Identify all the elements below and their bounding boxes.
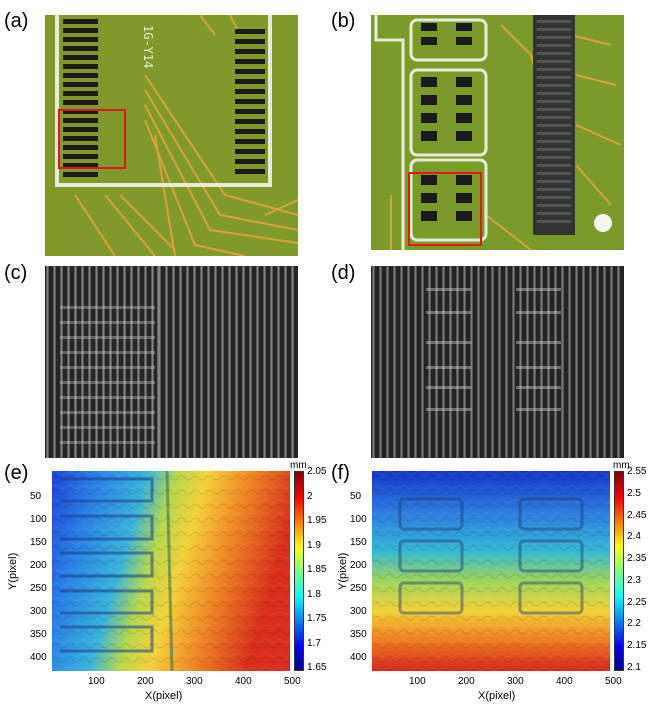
- y-tick-f: 400: [350, 652, 367, 663]
- y-tick-f: 50: [350, 491, 362, 502]
- y-tick-f: 100: [350, 514, 367, 525]
- x-tick-f: 400: [556, 676, 573, 687]
- board-silkscreen-text: 1G-Y14: [141, 25, 155, 69]
- pcb-photo-a: 1G-Y14: [45, 15, 298, 256]
- colorbar-tick-f: 2.3: [627, 574, 641, 586]
- x-tick-f: 100: [409, 676, 426, 687]
- x-tick-f: 200: [458, 676, 475, 687]
- colorbar-tick-f: 2.5: [627, 487, 641, 499]
- y-tick-e: 50: [30, 491, 42, 502]
- y-tick-f: 350: [350, 629, 367, 640]
- highlight-box-a: [58, 109, 126, 169]
- panel-label-e: (e): [4, 462, 29, 484]
- colorbar-tick-e: 1.9: [307, 539, 321, 551]
- y-tick-e: 350: [30, 629, 47, 640]
- colorbar-f: [614, 471, 624, 671]
- colorbar-unit-e: mm: [290, 460, 307, 471]
- panel-label-f: (f): [331, 462, 350, 484]
- y-tick-f: 200: [350, 560, 367, 571]
- y-tick-f: 300: [350, 606, 367, 617]
- highlight-box-b: [408, 172, 482, 246]
- colorbar-tick-f: 2.15: [627, 640, 647, 652]
- y-axis-label-e: Y(pixel): [7, 552, 19, 590]
- colorbar-tick-e: 1.85: [307, 564, 327, 575]
- pad-row-left: [63, 19, 98, 177]
- x-tick-f: 500: [605, 676, 622, 687]
- x-tick-e: 400: [235, 676, 252, 687]
- y-tick-e: 200: [30, 560, 47, 571]
- colorbar-tick-f: 2.4: [627, 531, 641, 543]
- colorbar-tick-e: 1.7: [307, 637, 321, 649]
- y-tick-e: 100: [30, 514, 47, 525]
- fringe-image-c: [45, 266, 298, 458]
- colorbar-tick-e: 2.05: [307, 466, 327, 477]
- x-tick-e: 200: [137, 676, 154, 687]
- x-axis-label-f: X(pixel): [478, 690, 516, 702]
- height-map-f: [372, 471, 610, 671]
- panel-label-b: (b): [331, 10, 356, 32]
- colorbar-tick-f: 2.1: [627, 662, 641, 673]
- y-tick-e: 400: [30, 652, 47, 663]
- colorbar-tick-e: 1.75: [307, 613, 327, 624]
- colorbar-tick-e: 1.8: [307, 588, 321, 600]
- y-tick-e: 250: [30, 583, 47, 594]
- pcb-photo-b: [371, 15, 624, 250]
- colorbar-tick-f: 2.2: [627, 618, 641, 630]
- y-tick-e: 300: [30, 606, 47, 617]
- colorbar-tick-f: 2.25: [627, 596, 647, 608]
- colorbar-tick-e: 1.95: [307, 515, 327, 526]
- y-tick-f: 150: [350, 537, 367, 548]
- panel-label-d: (d): [331, 262, 356, 284]
- fringe-image-d: [371, 266, 624, 458]
- colorbar-tick-f: 2.35: [627, 553, 647, 565]
- x-tick-e: 500: [284, 676, 301, 687]
- panel-label-a: (a): [4, 10, 29, 32]
- panel-label-c: (c): [4, 262, 28, 284]
- x-tick-e: 100: [88, 676, 105, 687]
- x-tick-e: 300: [186, 676, 203, 687]
- x-tick-f: 300: [507, 676, 524, 687]
- colorbar-tick-e: 1.65: [307, 662, 327, 673]
- x-axis-label-e: X(pixel): [145, 690, 183, 702]
- colorbar-tick-e: 2: [307, 490, 313, 502]
- colorbar-tick-f: 2.55: [627, 466, 647, 477]
- y-tick-f: 250: [350, 583, 367, 594]
- colorbar-e: [294, 471, 304, 671]
- y-tick-e: 150: [30, 537, 47, 548]
- y-axis-label-f: Y(pixel): [337, 552, 349, 590]
- colorbar-tick-f: 2.45: [627, 509, 647, 521]
- height-map-e: [52, 471, 290, 671]
- colorbar-unit-f: mm: [613, 460, 630, 471]
